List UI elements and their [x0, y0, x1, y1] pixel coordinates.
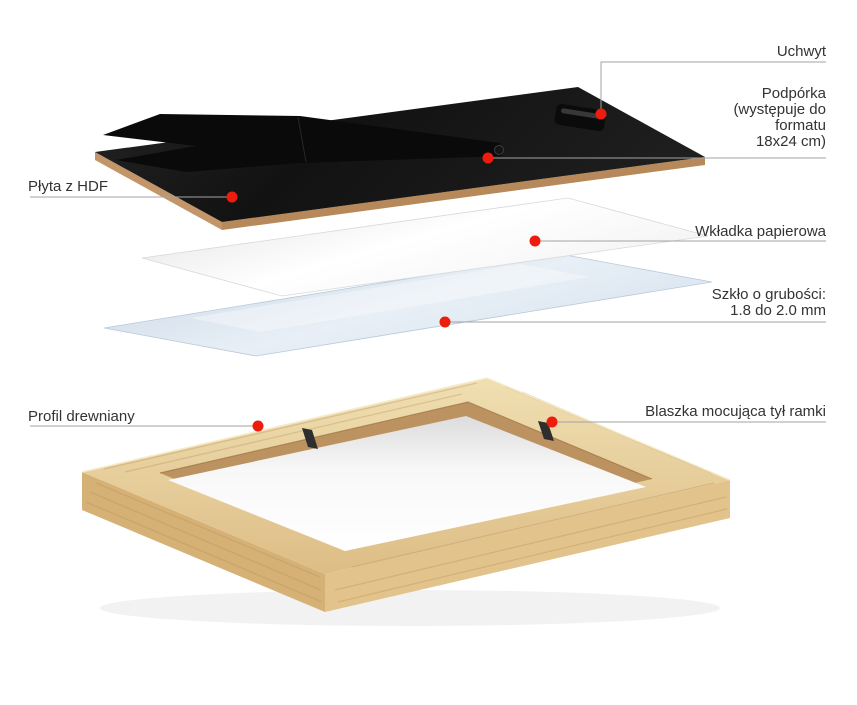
label-plyta: Płyta z HDF [28, 178, 109, 195]
wood-grain-line [351, 482, 715, 568]
uchwyt-line [600, 61, 826, 112]
label-szklo-line1: Szkło o grubości: [711, 286, 826, 303]
hanger-clip [554, 103, 606, 132]
hdf-edge-left [95, 152, 222, 230]
marker-dots [226, 108, 607, 432]
kickstand-rivet [494, 145, 504, 155]
plyta-dot [226, 191, 238, 203]
frame-shadow [100, 590, 720, 626]
mounting-clips [302, 421, 554, 449]
podporka-dot [482, 152, 494, 164]
wkladka-dot [529, 235, 541, 247]
hanger-clip-highlight [561, 108, 601, 119]
label-podporka-line3: formatu [775, 117, 826, 134]
wood-grain-line [124, 393, 463, 473]
profil-dot [252, 420, 264, 432]
hdf-board [95, 87, 705, 230]
hdf-edge-right [222, 157, 705, 230]
mounting-clip-left [302, 428, 318, 449]
frame-inner-edge-line [159, 401, 653, 480]
label-podporka-line2: (występuje do [733, 101, 826, 118]
uchwyt-dot [595, 108, 607, 120]
blaszka-dot [546, 416, 558, 428]
label-szklo-line2: 1.8 do 2.0 mm [730, 302, 826, 319]
frame-front-right-face [325, 480, 730, 612]
label-blaszka: Blaszka mocująca tył ramki [645, 403, 826, 420]
paper-sheet [141, 197, 709, 297]
szklo-dot [439, 316, 451, 328]
wood-grain-line [95, 482, 321, 578]
mounting-clip-right [538, 421, 554, 441]
wood-grain-line [89, 491, 322, 591]
frame-outer-highlight [81, 377, 731, 481]
label-uchwyt: Uchwyt [776, 43, 826, 60]
glass-reflection [190, 264, 590, 332]
connector-lines [30, 61, 826, 427]
label-podporka-line4: 18x24 cm) [755, 133, 826, 150]
wooden-frame [81, 377, 731, 626]
label-szklo: Szkło o grubości: 1.8 do 2.0 mm [712, 287, 826, 319]
label-podporka: Podpórka (występuje do formatu 18x24 cm) [733, 86, 826, 150]
glass-surface [103, 253, 713, 357]
frame-front-left-face [82, 472, 325, 612]
glass-sheet [103, 253, 713, 357]
label-wkladka: Wkładka papierowa [695, 223, 826, 240]
paper-surface [141, 197, 709, 297]
wood-grain-line [103, 382, 478, 470]
wood-grain-line [334, 496, 727, 591]
wood-grain-line [337, 508, 728, 603]
label-podporka-line1: Podpórka [761, 85, 826, 102]
wood-grain-line [85, 501, 323, 603]
label-profil: Profil drewniany [28, 408, 135, 425]
kickstand-fold-line [297, 116, 307, 163]
frame-backing [168, 416, 646, 551]
